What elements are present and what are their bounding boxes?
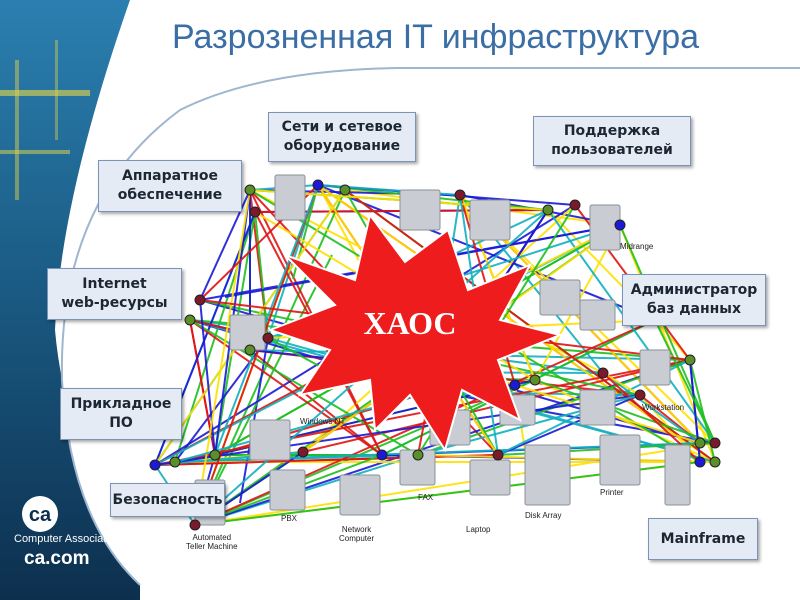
connection-line	[602, 372, 641, 396]
device-icon	[599, 434, 641, 486]
connection-node	[194, 294, 206, 306]
device-icon	[229, 314, 266, 351]
device-icons	[194, 174, 691, 526]
device-icon	[539, 279, 581, 316]
connection-line	[194, 184, 319, 526]
connection-line	[194, 189, 346, 526]
page-title: Разрозненная IT инфраструктура	[172, 18, 700, 56]
connection-line	[654, 319, 716, 444]
connection-node	[542, 204, 554, 216]
connection-node	[569, 199, 581, 211]
connection-line	[189, 319, 383, 456]
device-icon	[579, 299, 616, 331]
connection-node	[249, 206, 261, 218]
connection-node	[339, 184, 351, 196]
connection-node	[244, 184, 256, 196]
connection-node	[149, 459, 161, 471]
connection-line	[154, 454, 499, 466]
connection-node	[189, 519, 201, 531]
label-mainframe: Mainframe	[648, 518, 758, 560]
connection-node	[529, 374, 541, 386]
connection-line	[317, 184, 656, 321]
connection-node	[709, 437, 721, 449]
connection-node	[262, 332, 274, 344]
caption-printer: Printer	[600, 488, 624, 497]
connection-node	[634, 389, 646, 401]
connection-node	[509, 379, 521, 391]
connection-node	[492, 449, 504, 461]
caption-windows-nt: Windows NT	[300, 417, 346, 426]
connection-node	[694, 456, 706, 468]
connection-line	[619, 224, 716, 444]
device-icon	[469, 459, 511, 496]
device-icon	[524, 444, 571, 506]
connection-line	[214, 184, 319, 456]
device-icon	[269, 469, 306, 511]
ca-logo-mark: ca	[29, 504, 52, 526]
label-applications: Прикладное ПО	[60, 388, 182, 440]
caption-disk-array: Disk Array	[525, 511, 562, 520]
connection-node	[169, 456, 181, 468]
caption-atm: Automated Teller Machine	[186, 533, 238, 551]
device-icon	[339, 474, 381, 516]
label-networks: Сети и сетевое оборудование	[268, 112, 416, 162]
connection-node	[454, 189, 466, 201]
device-icon	[399, 189, 441, 231]
connection-node	[244, 344, 256, 356]
connection-node	[709, 456, 721, 468]
connection-node	[297, 446, 309, 458]
connection-line	[194, 189, 251, 526]
connection-line	[254, 211, 269, 339]
label-security: Безопасность	[110, 483, 225, 517]
connection-node	[684, 354, 696, 366]
connection-node	[597, 367, 609, 379]
caption-pbx: PBX	[281, 514, 298, 523]
device-icon	[249, 419, 291, 461]
connection-line	[199, 299, 216, 456]
device-icon	[664, 444, 691, 506]
logo-url: ca.com	[24, 548, 90, 569]
connection-line	[534, 379, 716, 444]
connection-nodes	[149, 179, 721, 531]
connection-node	[694, 437, 706, 449]
caption-network-computer: Network Computer	[339, 525, 375, 543]
caption-fax: FAX	[418, 493, 434, 502]
connection-line	[154, 394, 641, 466]
chaos-label: ХАОС	[363, 305, 456, 341]
device-icon	[639, 349, 671, 386]
logo-company: Computer Associates	[14, 533, 118, 545]
chaos-star: ХАОС	[267, 212, 564, 453]
connection-node	[312, 179, 324, 191]
caption-laptop: Laptop	[466, 525, 491, 534]
device-icon	[579, 389, 616, 426]
connection-node	[209, 449, 221, 461]
ca-logo: ca	[22, 496, 58, 532]
connection-node	[614, 219, 626, 231]
connection-node	[376, 449, 388, 461]
caption-workstation: Workstation	[642, 403, 685, 412]
caption-midrange: Midrange	[620, 242, 654, 251]
label-hardware: Аппаратное обеспечение	[98, 160, 242, 212]
label-internet: Internet web-ресурсы	[47, 268, 182, 320]
device-icon	[274, 174, 306, 221]
connection-node	[184, 314, 196, 326]
connection-line	[497, 394, 641, 456]
label-dba: Администратор баз данных	[622, 274, 766, 326]
device-icon	[469, 199, 511, 241]
label-user-support: Поддержка пользователей	[533, 116, 691, 166]
connection-node	[412, 449, 424, 461]
